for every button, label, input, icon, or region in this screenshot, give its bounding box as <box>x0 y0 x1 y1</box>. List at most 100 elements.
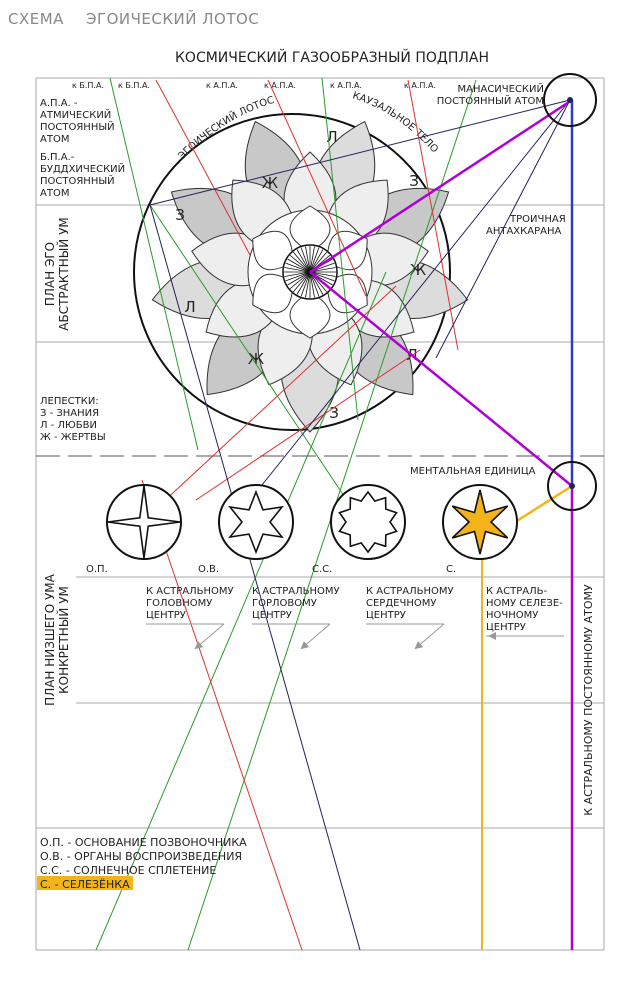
note-bpa-line: БУДДХИЧЕСКИЙ <box>40 162 125 175</box>
lower-plane-title: ПЛАН НИЗШЕГО УМА <box>43 573 57 705</box>
spleen-highlight <box>37 876 133 890</box>
header-ego-lotus: ЭГОИЧЕСКИЙ ЛОТОС <box>86 10 260 28</box>
mental-unit-dot <box>569 483 575 489</box>
jewel-ray <box>309 249 324 273</box>
legend-line: С. - СЕЛЕЗЁНКА <box>40 878 130 891</box>
jewel-ray <box>296 271 311 295</box>
lower-plane-subtitle: КОНКРЕТНЫЙ УМ <box>56 586 71 694</box>
chakra-star <box>107 485 181 559</box>
chakra-label: О.В. <box>198 564 219 575</box>
astral-center-label: ЦЕНТРУ <box>486 622 526 633</box>
ego-plane-subtitle: АБСТРАКТНЫЙ УМ <box>56 217 71 331</box>
petal-legend-line: ЛЕПЕСТКИ: <box>40 396 99 407</box>
jewel-ray <box>309 246 315 273</box>
chakra-row <box>106 484 518 560</box>
note-apa-line: ПОСТОЯННЫЙ <box>40 120 115 133</box>
note-bpa-line: АТОМ <box>40 188 69 199</box>
jewel-ray <box>296 249 311 273</box>
chakra-label: С. <box>446 564 456 575</box>
petal-legend-line: З - ЗНАНИЯ <box>40 408 99 419</box>
astral-center-label: ЦЕНТРУ <box>366 610 406 621</box>
petal-legend-line: Л - ЛЮБВИ <box>40 420 97 431</box>
note-bpa-line: Б.П.А.- <box>40 152 75 163</box>
top-label-apa-3: к А.П.А. <box>330 81 362 90</box>
left-notes-apa: А.П.А. - АТМИЧЕСКИЙ ПОСТОЯННЫЙ АТОМ <box>40 98 115 145</box>
header-scheme: СХЕМА <box>8 10 64 28</box>
top-labels: к Б.П.А. к Б.П.А. к А.П.А. к А.П.А. к А.… <box>72 81 436 90</box>
astral-center-label: ЦЕНТРУ <box>146 610 186 621</box>
top-label-apa-1: к А.П.А. <box>206 81 238 90</box>
antah-line: АНТАХКАРАНА <box>486 226 561 237</box>
jewel-ray <box>309 271 336 277</box>
pointer-arrow <box>414 623 445 650</box>
legend-line: О.П. - ОСНОВАНИЕ ПОЗВОНОЧНИКА <box>40 836 247 849</box>
petal-letter: Л <box>184 298 195 316</box>
manasic-line: ПОСТОЯННЫЙ АТОМ <box>437 94 544 107</box>
bud-petal <box>289 291 331 339</box>
jewel-ray <box>305 246 311 273</box>
chakra-star <box>338 490 398 554</box>
ego-plane-title: ПЛАН ЭГО <box>43 242 57 306</box>
astral-center-label: ГОЛОВНОМУ <box>146 598 212 609</box>
top-label-apa-4: к А.П.А. <box>404 81 436 90</box>
jewel-ray <box>289 254 311 273</box>
causal-body-circle <box>133 113 451 431</box>
manasic-line: МАНАСИЧЕСКИЙ <box>457 82 544 95</box>
top-label-bpa-2: к Б.П.А. <box>118 81 150 90</box>
astral-center-label: НОМУ СЕЛЕЗЕ- <box>486 598 563 609</box>
manasic-atom-dot <box>567 97 573 103</box>
jewel-ray <box>289 271 311 290</box>
manasic-atom-label: МАНАСИЧЕСКИЙ ПОСТОЯННЫЙ АТОМ <box>437 82 544 107</box>
bud-petal <box>289 205 331 253</box>
astral-center-label: НОЧНОМУ <box>486 610 538 621</box>
petal-letter: З <box>175 206 185 224</box>
jewel-ray <box>309 267 336 273</box>
jewel-ray <box>300 271 311 297</box>
jewel-ray <box>285 262 311 273</box>
jewel-ray <box>292 271 311 293</box>
mental-unit-label: МЕНТАЛЬНАЯ ЕДИНИЦА <box>410 466 536 477</box>
manasic-atom-circle <box>543 73 597 127</box>
connection-lines <box>95 77 574 951</box>
pointer-arrow <box>300 623 331 650</box>
jewel-ray <box>287 258 311 273</box>
jewel-ray <box>309 271 315 298</box>
jewel-ray <box>292 251 311 273</box>
astral-center-label: К АСТРАЛЬНОМУ <box>366 586 454 597</box>
mental-unit-circle <box>547 461 597 511</box>
bud-petal <box>252 273 294 314</box>
legend-line: О.В. - ОРГАНЫ ВОСПРОИЗВЕДЕНИЯ <box>40 850 242 863</box>
pointer-arrow <box>194 623 225 650</box>
note-apa-line: АТМИЧЕСКИЙ <box>40 108 111 121</box>
petal-letter: Ж <box>262 174 278 192</box>
jewel-ray <box>287 271 311 286</box>
astral-center-label: ЦЕНТРУ <box>252 610 292 621</box>
jewel-ray <box>285 271 311 282</box>
petal-letter: Ж <box>410 261 426 279</box>
petal-letter: Л <box>326 128 337 146</box>
chakra-star <box>451 489 509 555</box>
jewel-ray <box>300 247 311 273</box>
legend-line: С.С. - СОЛНЕЧНОЕ СПЛЕТЕНИЕ <box>40 864 216 877</box>
astral-center-label: К АСТРАЛЬ- <box>486 586 547 597</box>
chakra-star <box>228 489 284 555</box>
note-apa-line: А.П.А. - <box>40 98 78 109</box>
astral-center-label: К АСТРАЛЬНОМУ <box>146 586 234 597</box>
petal-letter: З <box>409 172 419 190</box>
jewel-ray <box>309 271 324 295</box>
jewel-ray <box>309 247 320 273</box>
astral-center-label: ГОРЛОВОМУ <box>252 598 317 609</box>
jewel-ray <box>284 271 311 277</box>
note-apa-line: АТОМ <box>40 134 69 145</box>
astral-center-label: СЕРДЕЧНОМУ <box>366 598 436 609</box>
petal-letter: Ж <box>248 350 264 368</box>
left-notes-bpa: Б.П.А.- БУДДХИЧЕСКИЙ ПОСТОЯННЫЙ АТОМ <box>40 152 125 199</box>
top-label-bpa-1: к Б.П.А. <box>72 81 104 90</box>
antah-line: ТРОИЧНАЯ <box>509 214 566 225</box>
bud-petal <box>252 230 294 271</box>
chakra-label: О.П. <box>86 564 108 575</box>
frame <box>35 77 605 951</box>
jewel-ray <box>284 267 311 273</box>
